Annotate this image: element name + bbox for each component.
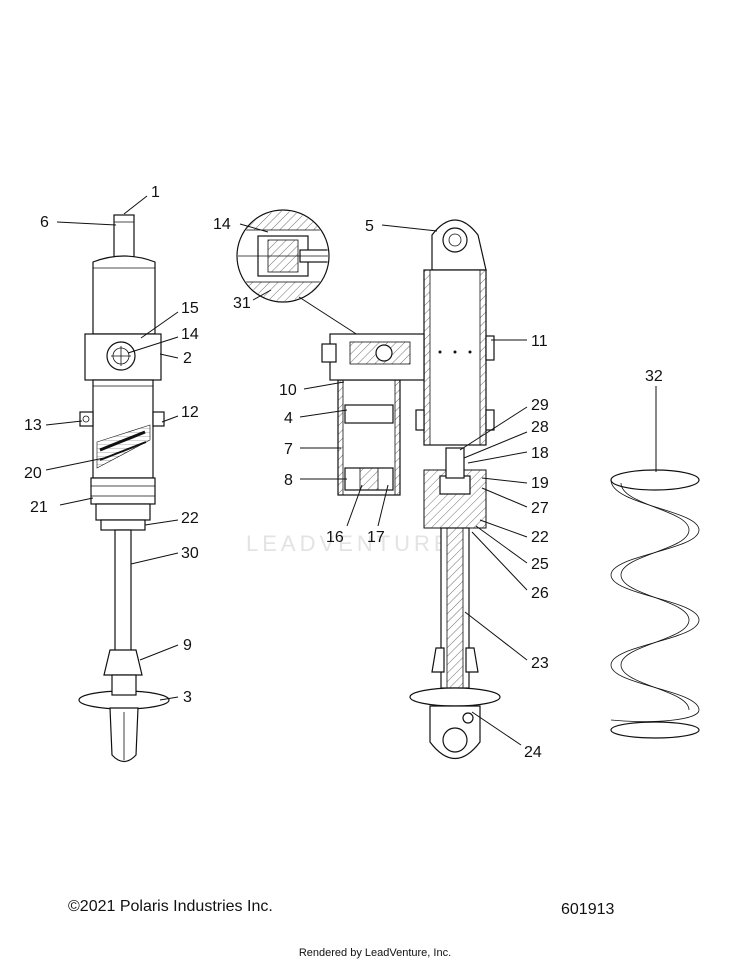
callout-11: 11 <box>531 333 548 350</box>
copyright-text: ©2021 Polaris Industries Inc. <box>68 898 273 915</box>
callout-29: 29 <box>531 397 549 414</box>
callout-27: 27 <box>531 500 549 517</box>
callout-2: 2 <box>183 350 192 367</box>
watermark-text: LEADVENTURE <box>246 531 453 556</box>
callout-20: 20 <box>24 465 42 482</box>
callout-3: 3 <box>183 689 192 706</box>
shock-cutaway-view <box>321 219 501 759</box>
callout-4: 4 <box>284 410 293 427</box>
callout-31: 31 <box>233 295 251 312</box>
diagram-number: 601913 <box>561 901 615 918</box>
callout-17: 17 <box>367 529 385 546</box>
callout-21: 21 <box>30 499 48 516</box>
callout-9: 9 <box>183 637 192 654</box>
callout-7: 7 <box>284 441 293 458</box>
callout-6: 6 <box>40 214 49 231</box>
callout-28: 28 <box>531 419 549 436</box>
callout-8: 8 <box>284 472 293 489</box>
callout-26: 26 <box>531 585 549 602</box>
callout-labels: 1 6 15 14 2 13 12 20 21 22 30 9 3 14 5 3… <box>24 184 663 761</box>
callout-19: 19 <box>531 475 549 492</box>
callout-14: 14 <box>181 326 199 343</box>
callout-22: 22 <box>181 510 199 527</box>
callout-25: 25 <box>531 556 549 573</box>
detail-inset-circle <box>236 209 330 303</box>
callout-32: 32 <box>645 368 663 385</box>
coil-spring <box>610 469 700 739</box>
rendered-by-credit: Rendered by LeadVenture, Inc. <box>298 947 452 959</box>
callout-18: 18 <box>531 445 549 462</box>
callout-30: 30 <box>181 545 199 562</box>
shock-external-view <box>78 214 170 763</box>
callout-12: 12 <box>181 404 199 421</box>
callout-10: 10 <box>279 382 297 399</box>
callout-14-detail: 14 <box>213 216 231 233</box>
leader-lines <box>45 195 657 746</box>
callout-22-cutaway: 22 <box>531 529 549 546</box>
callout-16: 16 <box>326 529 344 546</box>
callout-15: 15 <box>181 300 199 317</box>
callout-5: 5 <box>365 218 374 235</box>
callout-23: 23 <box>531 655 549 672</box>
callout-1: 1 <box>151 184 160 201</box>
callout-13: 13 <box>24 417 42 434</box>
callout-24: 24 <box>524 744 542 761</box>
